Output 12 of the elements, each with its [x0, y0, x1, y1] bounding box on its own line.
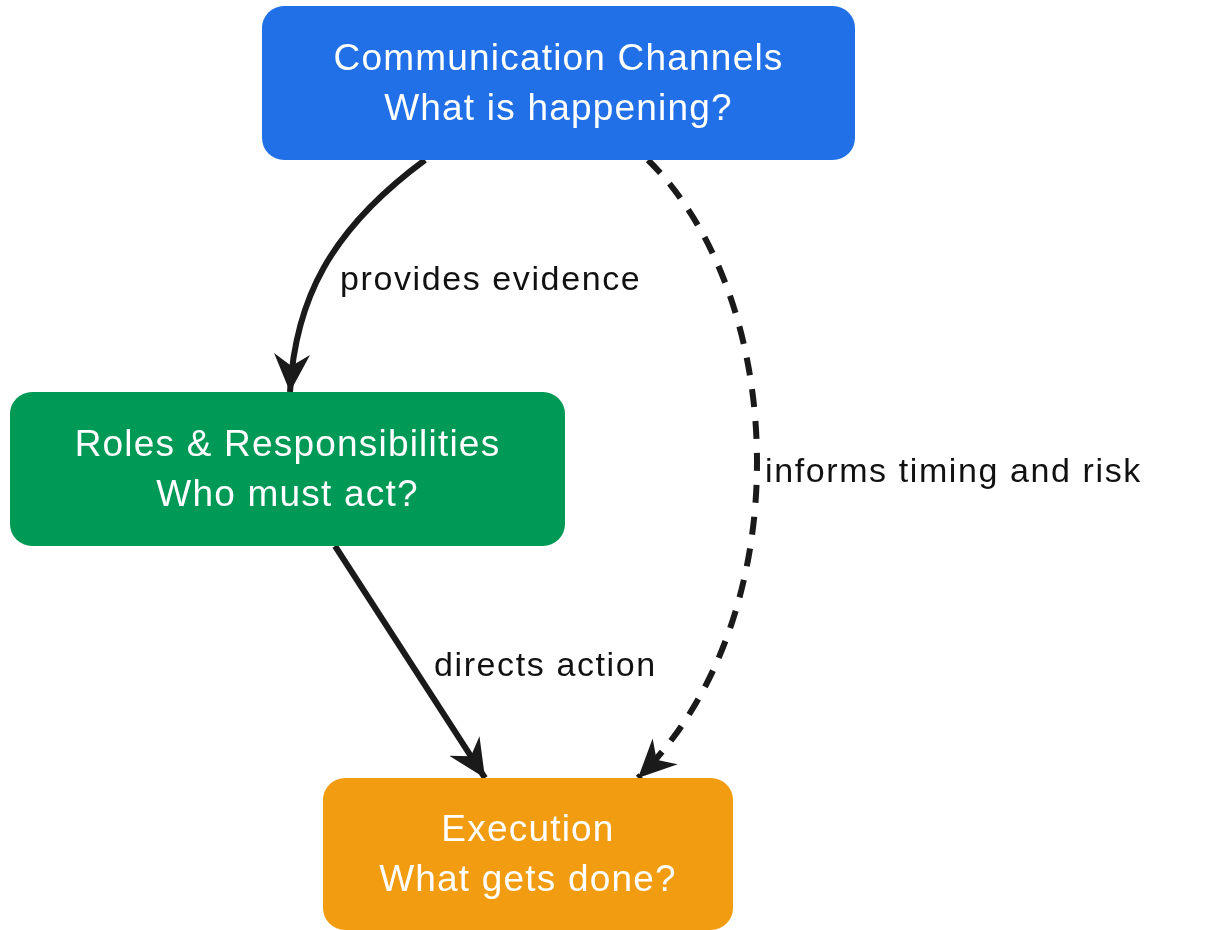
arrow: [275, 157, 427, 393]
node-title: Execution: [441, 807, 615, 851]
process-box: [323, 778, 733, 930]
node-question: What gets done?: [379, 857, 677, 901]
node-question: What is happening?: [384, 86, 733, 130]
node-question: Who must act?: [156, 472, 419, 516]
arrow: [332, 544, 488, 780]
node-title: Communication Channels: [333, 36, 784, 80]
process-box: [262, 6, 855, 160]
process-box: [10, 392, 565, 546]
arrow: [635, 158, 760, 780]
node-title: Roles & Responsibilities: [74, 422, 501, 466]
